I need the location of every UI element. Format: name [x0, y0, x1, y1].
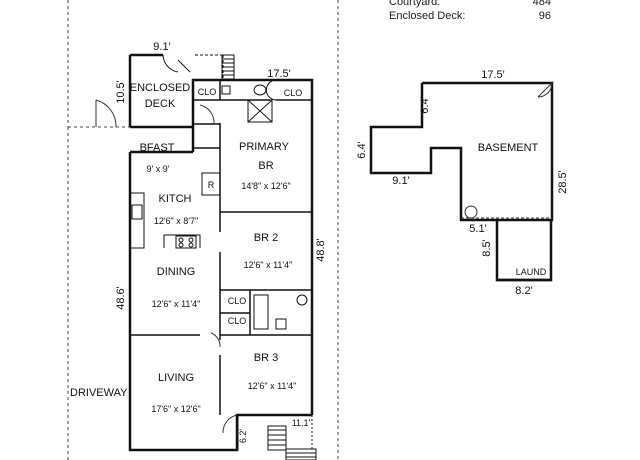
- room-label-br2: BR 2: [254, 232, 278, 244]
- steps-top: [221, 54, 235, 80]
- dim-bsmt-top: 17.5': [481, 69, 505, 81]
- dim-top-deck: 9.1': [153, 41, 170, 53]
- room-label-dining: DINING: [157, 266, 196, 278]
- basement-fixtures: [461, 82, 553, 219]
- room-size-primary: 14'8" x 12'6": [241, 181, 290, 191]
- area-row-enclosed-deck: Enclosed Deck: 96: [389, 10, 551, 22]
- room-size-kitch: 12'6" x 8'7": [154, 216, 198, 226]
- enclosed-deck-walls: [128, 53, 224, 129]
- room-size-living: 17'6" x 12'6": [151, 404, 200, 414]
- room-label-primary-br: BR: [258, 160, 273, 172]
- dim-bsmt-right: 28.5': [557, 170, 569, 194]
- room-label-primary: PRIMARY: [239, 141, 290, 153]
- room-label-basement: BASEMENT: [478, 142, 539, 154]
- bathroom-fixtures-top: [221, 80, 277, 123]
- area-value: 484: [532, 0, 551, 8]
- dim-bsmt-inner: 5.1': [469, 223, 486, 235]
- kitchen-fixtures: [129, 172, 221, 249]
- room-label-deck: DECK: [145, 98, 176, 110]
- room-size-br3: 12'6" x 11'4": [248, 381, 297, 391]
- dim-bottom-small: 6.2': [238, 429, 248, 444]
- dim-top-main: 17.5': [267, 68, 291, 80]
- steps-bottom: [237, 415, 317, 460]
- dim-left-main: 48.6': [115, 286, 127, 310]
- door-swings: [199, 104, 238, 434]
- area-label: Enclosed Deck:: [389, 10, 466, 22]
- dim-bsmt-laund-side: 8.5': [481, 239, 493, 256]
- closet-label: CLO: [284, 88, 303, 98]
- interior-walls: [130, 80, 312, 415]
- driveway-door-swing: [95, 99, 117, 128]
- dim-bsmt-bottom-left: 9.1': [392, 175, 409, 187]
- room-size-dining: 12'6" x 11'4": [152, 299, 201, 309]
- bathroom-fixtures-mid: [253, 294, 308, 330]
- closet-label: CLO: [198, 87, 217, 97]
- fridge-label: R: [208, 180, 215, 190]
- dim-bsmt-left: 6.4': [356, 141, 368, 158]
- dim-bsmt-notch: 6.4': [419, 96, 431, 113]
- driveway-label: DRIVEWAY: [70, 387, 128, 399]
- dim-bottom-step: 11.1': [292, 418, 311, 428]
- room-label-br3: BR 3: [254, 352, 278, 364]
- room-label-living: LIVING: [158, 372, 194, 384]
- closet-label: CLO: [228, 316, 247, 326]
- dim-right-main: 48.8': [315, 238, 327, 262]
- room-label-bfast: BFAST: [140, 142, 175, 154]
- closet-label: CLO: [228, 296, 247, 306]
- room-size-bfast: 9' x 9': [147, 164, 170, 174]
- dim-bsmt-laund-bottom: 8.2': [515, 285, 532, 297]
- room-label-kitch: KITCH: [159, 193, 192, 205]
- room-label-enclosed: ENCLOSED: [130, 82, 191, 94]
- dim-deck-side: 10.5': [115, 80, 127, 104]
- area-row-courtyard: Courtyard: 484: [389, 0, 551, 8]
- room-label-laund: LAUND: [516, 267, 547, 277]
- room-size-br2: 12'6" x 11'4": [244, 260, 293, 270]
- property-boundary: [67, 0, 339, 460]
- area-label: Courtyard:: [389, 0, 441, 8]
- area-value: 96: [538, 10, 551, 22]
